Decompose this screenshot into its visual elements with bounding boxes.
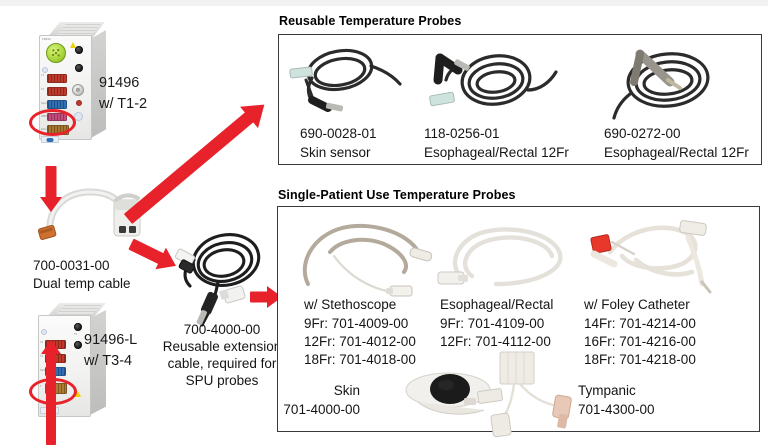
plug-blue [47,100,67,109]
dual-temp-cable-part-number: 700-0031-00 [33,258,110,273]
dual-temp-cable-description: Dual temp cable [33,276,131,291]
spu-item-0-variant-1: 12Fr: 701-4012-00 [304,334,416,349]
reusable-item-1-desc: Esophageal/Rectal 12Fr [424,145,569,160]
arrow-module-to-dual-cable [28,166,74,212]
reusable-item-0-desc: Skin sensor [300,145,371,160]
spu-item-0-variant-2: 18Fr: 701-4018-00 [304,352,416,367]
spu-item-3-variant-0: 701-4000-00 [283,402,360,417]
spu-item-1-name: Esophageal/Rectal [440,297,554,312]
spu-item-2-variant-2: 18Fr: 701-4218-00 [584,352,696,367]
spu-item-0-name: w/ Stethoscope [304,297,397,312]
top-gray-band [0,0,768,6]
reusable-extension-cable-part-number: 700-4000-00 [183,322,261,337]
reusable-extension-cable-image [168,226,278,330]
module-top-label-line2: w/ T1-2 [99,96,148,112]
arrow-module-l-to-dual-cable [0,340,106,445]
module-bottom-label-line2: w/ T3-4 [84,353,133,369]
probe-image-stethoscope [290,212,436,297]
reusable-extension-cable-desc-1: Reusable extension [162,339,282,354]
reusable-item-2-part: 690-0272-00 [604,126,681,141]
module-top-label-line1: 91496 [99,75,140,91]
reusable-box-title: Reusable Temperature Probes [279,14,462,28]
spu-item-2-variant-1: 16Fr: 701-4216-00 [584,334,696,349]
black-port-2 [75,64,83,72]
spu-item-2-name: w/ Foley Catheter [584,297,690,312]
spu-box-title: Single-Patient Use Temperature Probes [278,188,516,202]
black-port-1 [74,323,82,331]
spu-item-4-name: Tympanic [578,383,636,398]
spu-item-0-variant-0: 9Fr: 701-4009-00 [304,316,409,331]
probe-image-690-0272-00 [598,42,738,122]
probe-image-118-0256-01 [424,46,569,122]
highlight-ellipse-top-module [29,109,76,136]
probe-image-foley-catheter [576,216,732,296]
spu-item-1-variant-0: 9Fr: 701-4109-00 [440,316,545,331]
reusable-item-2-desc: Esophageal/Rectal 12Fr [604,145,749,160]
reusable-item-0-part: 690-0028-01 [300,126,377,141]
module-bottom-label-line1: 91496-L [84,332,138,348]
probe-image-tympanic [482,351,592,438]
probe-image-690-0028-01 [288,44,408,122]
probe-image-skin-sensor [398,368,510,424]
spu-item-3-name: Skin [333,383,360,398]
reusable-extension-cable-desc-3: SPU probes [185,373,259,388]
spu-item-4-variant-0: 701-4300-00 [578,402,655,417]
black-port-2 [74,341,82,349]
green-multi-connector [46,43,66,63]
plug-red-2 [47,87,67,96]
black-port-1 [75,46,83,54]
probe-image-esophageal-rectal [436,218,572,296]
plug-red-1 [45,340,66,349]
spu-probes-box [277,206,760,432]
spu-item-2-variant-0: 14Fr: 701-4214-00 [584,316,696,331]
plug-red-1 [47,74,67,83]
reusable-item-1-part: 118-0256-01 [424,126,500,141]
reusable-extension-cable-desc-2: cable, required for [167,356,277,371]
spu-item-1-variant-1: 12Fr: 701-4112-00 [440,334,551,349]
